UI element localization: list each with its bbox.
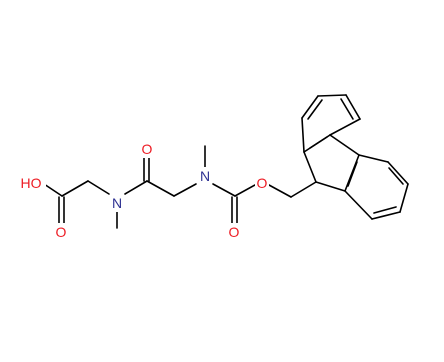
label-bg-o-acid <box>54 223 68 241</box>
label-bg-n2 <box>198 167 212 185</box>
bond-c9-c9a <box>303 151 317 183</box>
label-bg-o-amide <box>140 140 154 158</box>
bond-n1-camide <box>124 180 148 195</box>
bond-ring1-inner-a <box>307 99 323 120</box>
bond-ring2-inner-a <box>388 167 404 185</box>
bond-ring1-2 <box>301 117 305 153</box>
atom-nitrogen-2: N <box>200 168 210 184</box>
atom-oxygen-acid: O <box>56 224 67 240</box>
bond-oester-ch2 <box>268 184 292 198</box>
bond-ring2-5 <box>371 211 401 220</box>
bond-ccarb-oester <box>234 184 256 197</box>
atom-oxygen-amide: O <box>142 141 153 157</box>
bond-ring1-6 <box>329 118 361 136</box>
bond-ring1-3 <box>301 95 319 119</box>
atom-oxygen-ester: O <box>257 175 268 191</box>
bond-ring2-inner-c <box>347 161 358 187</box>
label-bg-n1 <box>110 194 124 212</box>
atom-hydroxyl: HO <box>21 175 42 191</box>
bond-ch2-c9 <box>290 181 317 198</box>
label-bg-o-ester <box>255 174 269 192</box>
bond-c-ch2 <box>61 180 89 197</box>
bond-ring1-inner-c <box>309 136 328 149</box>
bond-ring2-3 <box>387 161 409 185</box>
bond-camide-ch2 <box>146 180 175 197</box>
bond-ring2-1 <box>344 154 360 192</box>
bond-ch2-n2 <box>173 183 197 197</box>
label-bg-ho <box>18 174 46 192</box>
atom-oxygen-carbamate: O <box>229 224 240 240</box>
bond-layer <box>43 94 409 229</box>
bond-ch2-n1 <box>87 180 110 195</box>
bond-ring1-inner-b <box>340 98 354 120</box>
label-bg-o-carbamate <box>227 223 241 241</box>
bond-c9-c8a <box>315 181 346 192</box>
bond-ring2-4 <box>399 183 409 213</box>
bond-ring1-4 <box>317 94 347 97</box>
bond-ring2-inner-b <box>373 206 397 214</box>
atom-label-layer: HO O N O N O O <box>18 140 269 241</box>
atom-nitrogen-1: N <box>112 195 122 211</box>
bond-oh-c <box>43 183 63 197</box>
bond-c4a-c4b <box>329 134 360 156</box>
bond-n2-ccarb <box>212 183 236 197</box>
bond-ring2-6 <box>344 190 373 220</box>
bond-ring2-2 <box>358 154 389 163</box>
bond-ring1-5 <box>345 94 361 120</box>
